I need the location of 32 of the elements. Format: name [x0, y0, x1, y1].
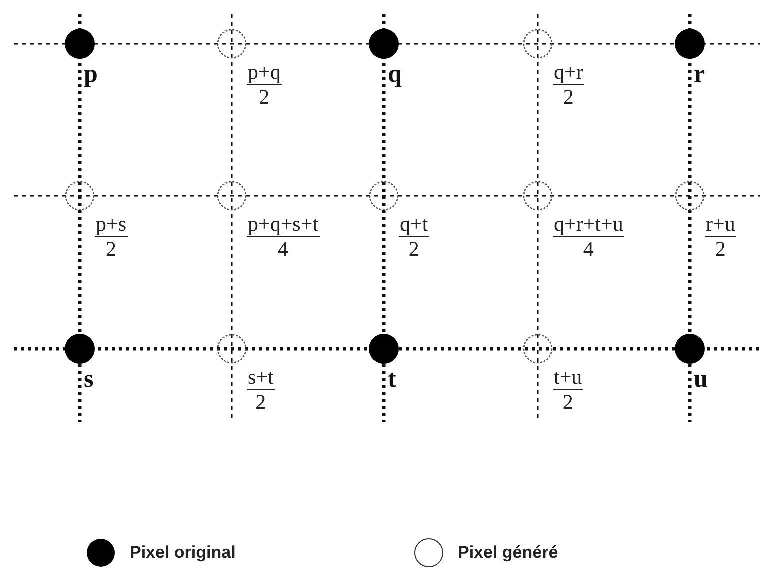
original-pixel-dot [675, 334, 705, 364]
generated-pixel-circle [523, 181, 553, 211]
pixel-label: q [388, 61, 402, 89]
fraction-label: q+t 2 [399, 212, 430, 261]
original-pixel-dot [65, 334, 95, 364]
fraction-label: p+s 2 [95, 212, 128, 261]
generated-pixel-circle [217, 334, 247, 364]
generated-pixel-circle [523, 29, 553, 59]
pixel-label: s [84, 366, 94, 394]
fraction-label: r+u 2 [705, 212, 736, 261]
generated-pixel-circle [523, 334, 553, 364]
generated-pixel-circle [675, 181, 705, 211]
pixel-label: t [388, 366, 396, 394]
original-pixel-dot [675, 29, 705, 59]
pixel-label: r [694, 61, 706, 89]
fraction-label: q+r+t+u 4 [553, 212, 624, 261]
pixel-label: p [84, 61, 98, 89]
generated-pixel-circle [369, 181, 399, 211]
fraction-label: t+u 2 [553, 365, 584, 414]
original-pixel-dot [369, 334, 399, 364]
generated-pixel-circle [217, 29, 247, 59]
fraction-label: s+t 2 [247, 365, 275, 414]
fraction-label: p+q+s+t 4 [247, 212, 320, 261]
pixel-label: u [694, 366, 708, 394]
fraction-label: q+r 2 [553, 60, 584, 109]
original-pixel-dot [65, 29, 95, 59]
generated-pixel-circle [65, 181, 95, 211]
generated-pixel-circle [217, 181, 247, 211]
legend-text: Pixel généré [458, 543, 558, 563]
original-pixel-dot [369, 29, 399, 59]
legend-text: Pixel original [130, 543, 236, 563]
fraction-label: p+q 2 [247, 60, 282, 109]
